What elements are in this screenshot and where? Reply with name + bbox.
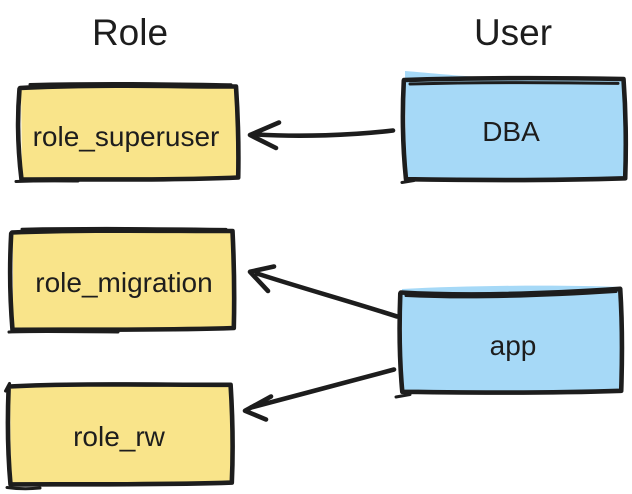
role-migration-box-border-top (20, 226, 228, 231)
role-migration-box-border (7, 228, 237, 333)
dba-box-border-top (408, 81, 620, 86)
app-box-fill (402, 285, 622, 392)
role-rw-box-corner-overshoot (4, 382, 11, 393)
node-role-superuser: role_superuser (14, 82, 241, 183)
arrow-dba-to-role-superuser (247, 120, 396, 151)
role-rw-box-border (5, 382, 235, 487)
arrow-dba-to-role-superuser-line (253, 128, 396, 138)
arrow-app-to-role-migration-line (254, 271, 400, 319)
column-title-user: User (474, 12, 552, 53)
role-rw-box-fill (10, 385, 232, 484)
arrow-app-to-role-rw-head (242, 394, 274, 422)
arrow-app-to-role-rw (242, 367, 397, 422)
role-rw-box-border-bottom (5, 486, 42, 491)
dba-box-border (400, 75, 629, 183)
arrow-dba-to-role-superuser-head (247, 120, 282, 151)
app-box-border (397, 286, 625, 395)
role-superuser-box-fill (21, 87, 238, 179)
node-dba: DBA (400, 71, 629, 184)
dba-box-corner-overshoot (400, 179, 416, 184)
node-role-migration: role_migration (7, 226, 237, 334)
role-superuser-box-border-top (28, 82, 233, 87)
arrow-app-to-role-migration (247, 264, 400, 319)
role-migration-box-border-bottom (7, 329, 120, 334)
role-superuser-box-border-bottom (14, 179, 80, 183)
node-app: app (394, 285, 625, 399)
dba-box-fill (405, 71, 626, 178)
app-box-corner-overshoot (394, 393, 412, 399)
arrow-app-to-role-rw-line (248, 367, 397, 410)
dba-label: DBA (482, 116, 540, 147)
app-box-border-top (404, 290, 618, 299)
role-migration-box-fill (13, 231, 233, 329)
column-title-role: Role (92, 12, 168, 53)
role-superuser-box-border (15, 83, 241, 182)
app-label: app (490, 330, 537, 361)
node-role-rw: role_rw (4, 382, 235, 491)
arrow-app-to-role-migration-head (247, 264, 277, 294)
role-migration-label: role_migration (35, 267, 212, 298)
role-superuser-label: role_superuser (33, 121, 220, 152)
role-rw-label: role_rw (73, 421, 166, 452)
